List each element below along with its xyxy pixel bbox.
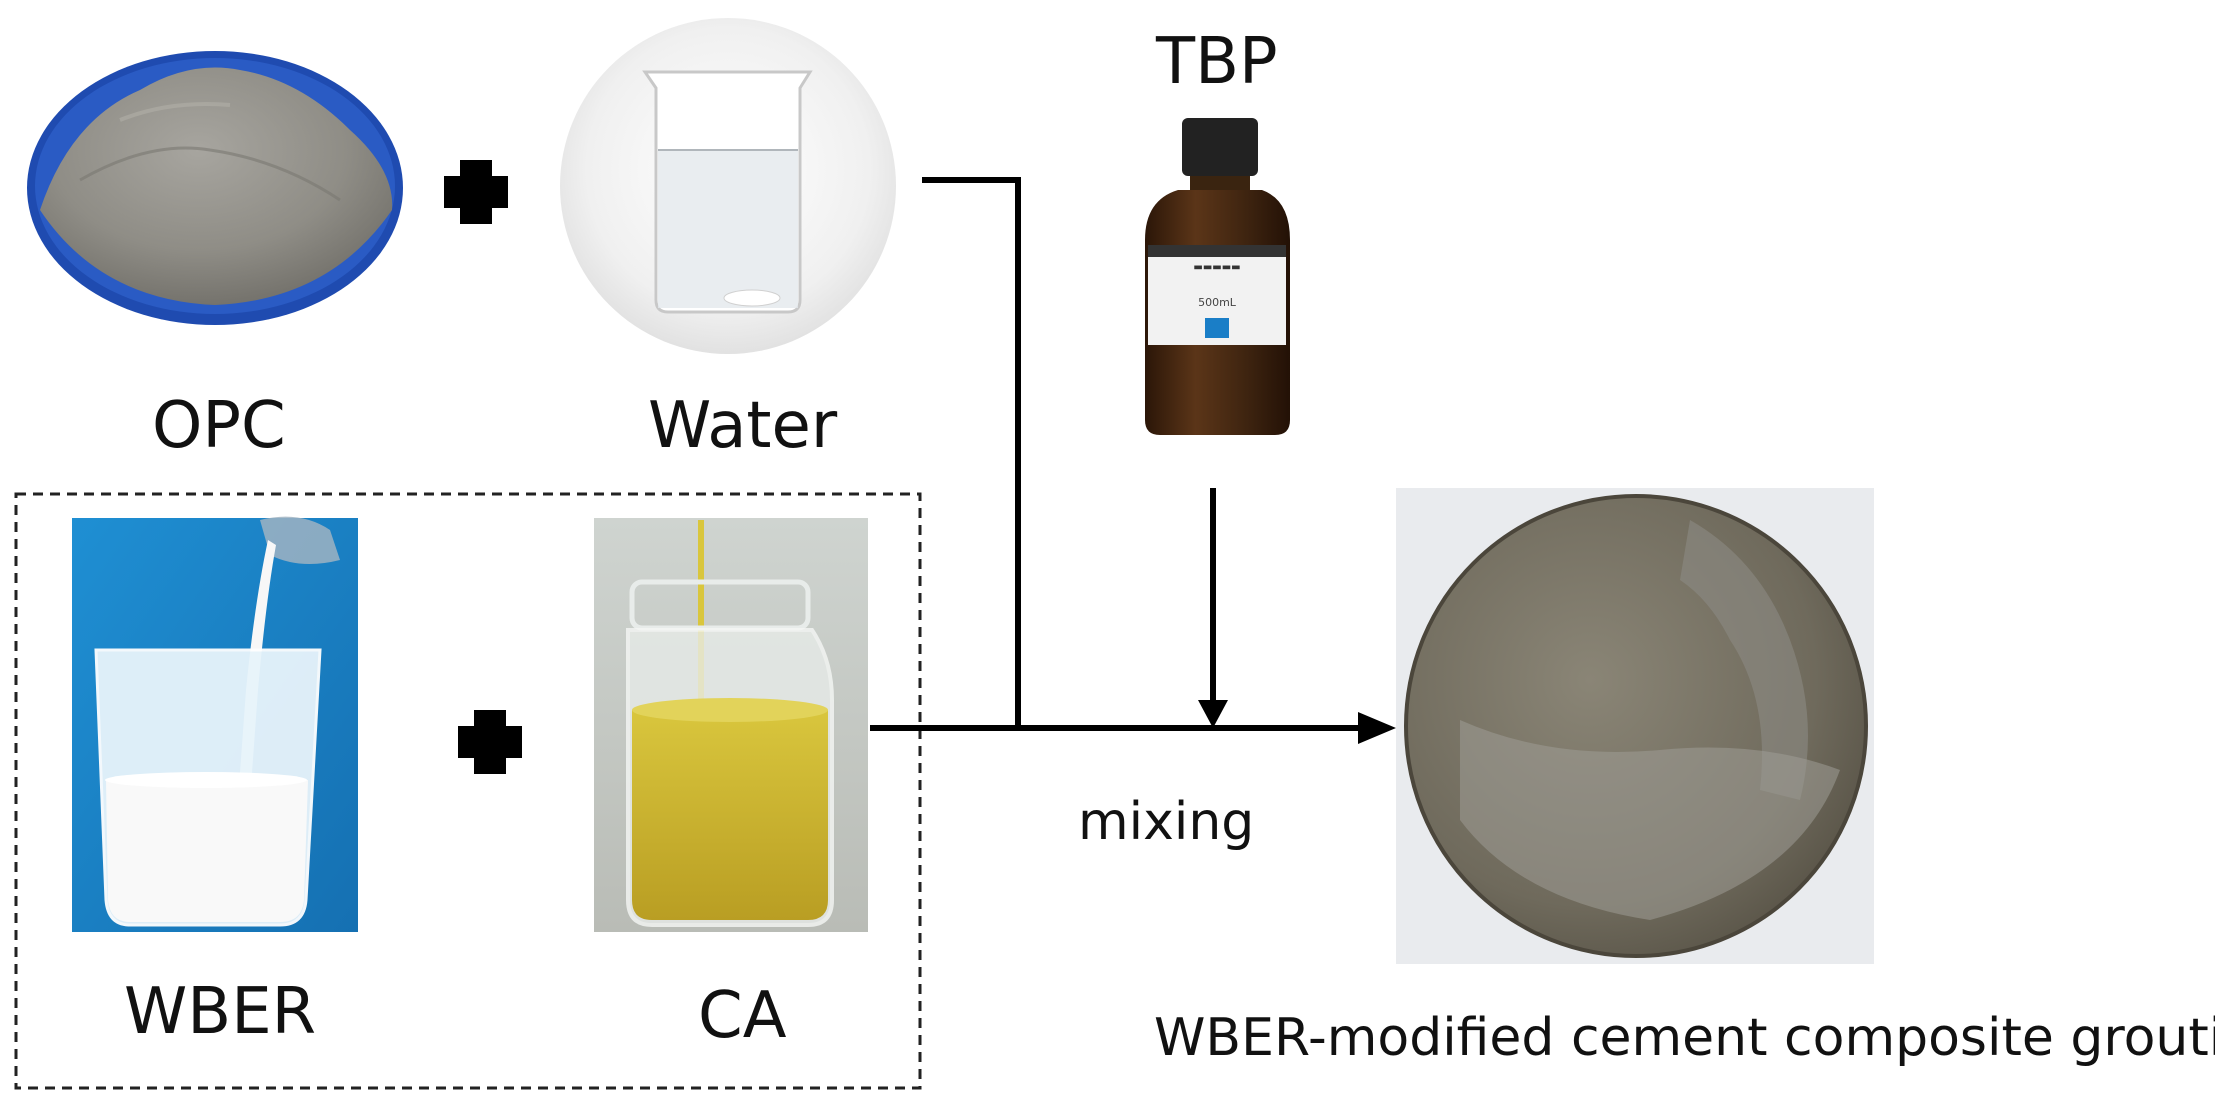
plus-icon: [458, 710, 522, 774]
ca-label: CA: [698, 979, 787, 1053]
water-flow-line: [922, 177, 1021, 728]
tbp-bottle-image: ▬▬▬▬▬ 500mL: [1145, 118, 1290, 435]
bottle-volume-label: 500mL: [1198, 296, 1237, 309]
water-beaker-image: [560, 18, 896, 354]
plus-icon: [444, 160, 508, 224]
opc-cement-image: [27, 51, 403, 325]
tbp-label: TBP: [1156, 25, 1278, 99]
ca-jar-image: [594, 518, 868, 932]
mixing-label: mixing: [1078, 792, 1255, 852]
wber-label: WBER: [124, 975, 317, 1049]
mixing-arrowhead-icon: [1358, 712, 1396, 744]
result-caption: WBER-modified cement composite grouting: [1154, 1008, 2215, 1068]
wber-image: [72, 516, 358, 932]
water-label: Water: [648, 389, 838, 463]
tbp-arrowhead-icon: [1198, 700, 1228, 728]
wber-ca-group-box: [14, 492, 922, 1090]
svg-text:▬▬▬▬▬: ▬▬▬▬▬: [1193, 262, 1240, 273]
flow-lines: [870, 177, 1396, 744]
opc-label: OPC: [152, 389, 286, 463]
grout-result-image: [1396, 488, 1874, 964]
